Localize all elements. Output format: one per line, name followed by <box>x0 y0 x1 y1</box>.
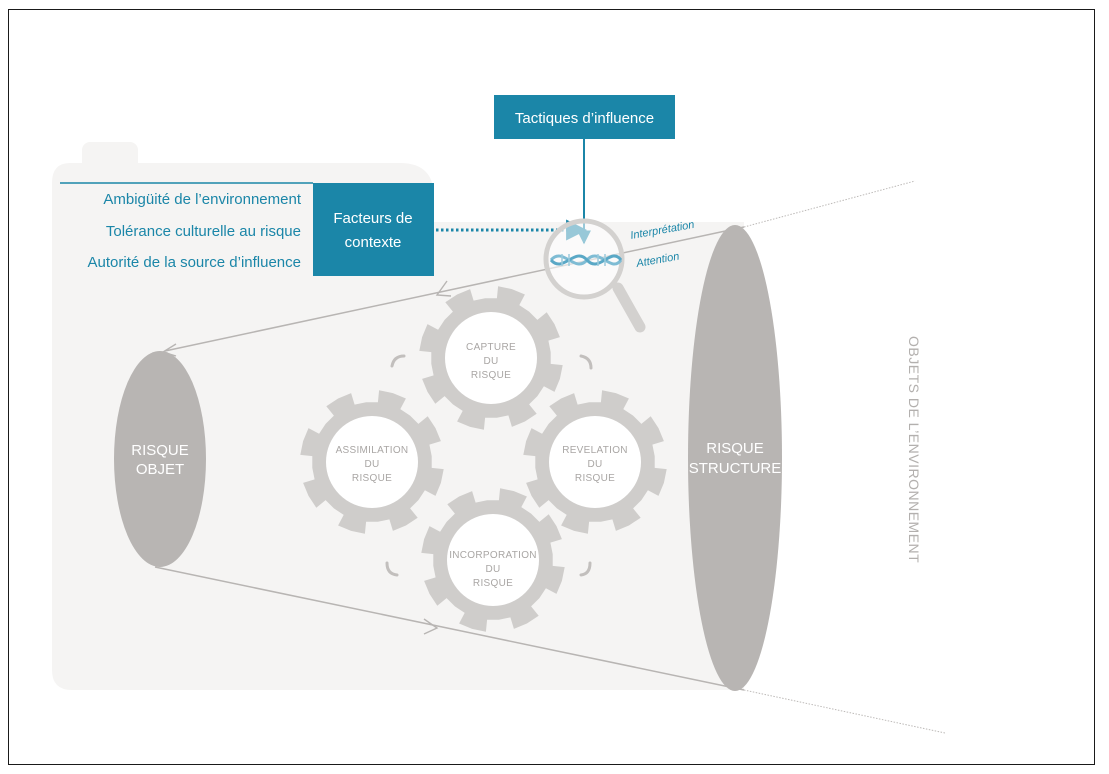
gear-capture-line2: DU <box>483 356 498 367</box>
gear-incorporation-line1: INCORPORATION <box>449 550 537 561</box>
cycle-arrows <box>385 354 593 577</box>
gear-incorporation-line2: DU <box>485 564 500 575</box>
gear-hole <box>447 514 539 606</box>
gear-incorporation: INCORPORATION DU RISQUE <box>421 488 565 632</box>
factor-source-authority: Autorité de la source d’influence <box>88 254 301 271</box>
right-cylinder-line1: RISQUE <box>706 440 764 457</box>
right-cylinder-line2: STRUCTURE <box>689 460 782 477</box>
gear-capture-line1: CAPTURE <box>466 342 516 353</box>
gear-hole <box>445 312 537 404</box>
dna-icon <box>549 254 623 266</box>
gear-revelation: REVELATION DU RISQUE <box>523 390 667 534</box>
gear-capture-line3: RISQUE <box>471 370 511 381</box>
gear-assimilation-line3: RISQUE <box>352 473 392 484</box>
context-box-line2: contexte <box>345 234 402 251</box>
influence-label: Tactiques d’influence <box>515 110 654 127</box>
gear-incorporation-line3: RISQUE <box>473 578 513 589</box>
gear-revelation-line3: RISQUE <box>575 473 615 484</box>
factor-ambiguity: Ambigüité de l’environnement <box>103 191 301 208</box>
gear-assimilation-line2: DU <box>364 459 379 470</box>
funnel-lines <box>154 180 946 734</box>
influence-box <box>494 95 675 139</box>
gear-hole <box>549 416 641 508</box>
gear-revelation-line1: REVELATION <box>562 445 628 456</box>
left-cylinder-line2: OBJET <box>136 461 184 478</box>
context-box <box>313 183 434 276</box>
environment-objects-label: OBJETS DE L’ENVIRONNEMENT <box>906 336 922 563</box>
context-box-line1: Facteurs de <box>333 210 412 227</box>
left-cylinder <box>114 351 206 567</box>
gear-assimilation-line1: ASSIMILATION <box>336 445 409 456</box>
factor-cultural-tolerance: Tolérance culturelle au risque <box>106 223 301 240</box>
gear-hole <box>326 416 418 508</box>
gear-assimilation: ASSIMILATION DU RISQUE <box>300 390 444 534</box>
right-cylinder <box>688 225 782 691</box>
gear-capture: CAPTURE DU RISQUE <box>419 286 563 430</box>
gear-revelation-line2: DU <box>587 459 602 470</box>
left-cylinder-line1: RISQUE <box>131 442 189 459</box>
